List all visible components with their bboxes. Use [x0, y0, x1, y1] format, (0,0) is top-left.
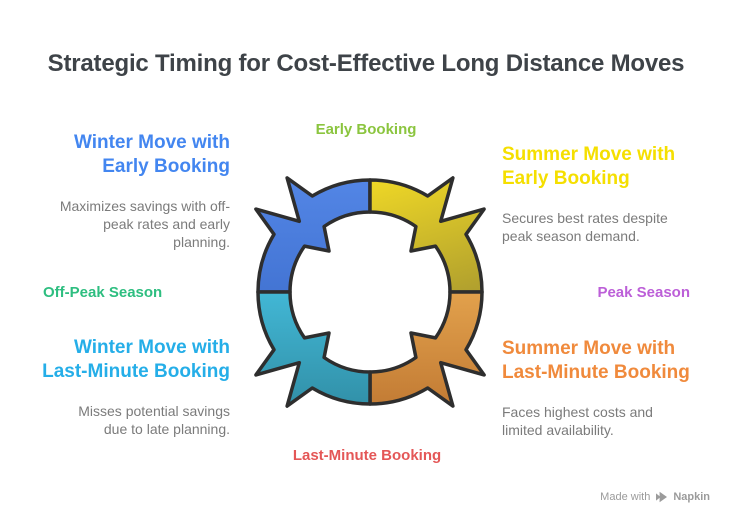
- quadrant-summer-early-booking: Summer Move with Early Booking Secures b…: [502, 143, 710, 245]
- axis-label-early-booking: Early Booking: [315, 121, 417, 138]
- quadrant-description-winter-last-minute: Misses potential savings due to late pla…: [78, 403, 230, 437]
- page-title: Strategic Timing for Cost-Effective Long…: [47, 50, 685, 77]
- cycle-diagram: [254, 176, 486, 408]
- quadrant-title-summer-last-minute: Summer Move with Last-Minute Booking: [502, 338, 690, 383]
- quadrant-description-summer-early: Secures best rates despite peak season d…: [502, 210, 668, 244]
- quadrant-title-summer-early: Summer Move with Early Booking: [502, 144, 676, 189]
- napkin-brand-label: Napkin: [673, 491, 710, 503]
- segment-winter-early-arrow: [254, 176, 372, 294]
- quadrant-summer-last-minute: Summer Move with Last-Minute Booking Fac…: [502, 337, 710, 439]
- axis-label-peak-season: Peak Season: [597, 284, 690, 301]
- made-with-napkin-badge[interactable]: Made with Napkin: [600, 491, 710, 503]
- quadrant-description-summer-last-minute: Faces highest costs and limited availabi…: [502, 404, 653, 438]
- quadrant-title-winter-early: Winter Move with Early Booking: [73, 132, 230, 177]
- axis-label-off-peak-season: Off-Peak Season: [43, 284, 163, 301]
- axis-label-last-minute-booking: Last-Minute Booking: [292, 447, 442, 464]
- segment-summer-early-arrow: [368, 176, 486, 294]
- quadrant-winter-last-minute: Winter Move with Last-Minute Booking Mis…: [28, 336, 230, 438]
- napkin-logo-icon: [656, 491, 668, 503]
- segment-summer-last-minute-arrow: [368, 290, 486, 408]
- quadrant-title-winter-last-minute: Winter Move with Last-Minute Booking: [42, 337, 230, 382]
- quadrant-description-winter-early: Maximizes savings with off-peak rates an…: [59, 198, 230, 250]
- quadrant-winter-early-booking: Winter Move with Early Booking Maximizes…: [28, 131, 230, 251]
- made-with-label: Made with: [600, 491, 651, 503]
- segment-winter-last-minute-arrow: [254, 290, 372, 408]
